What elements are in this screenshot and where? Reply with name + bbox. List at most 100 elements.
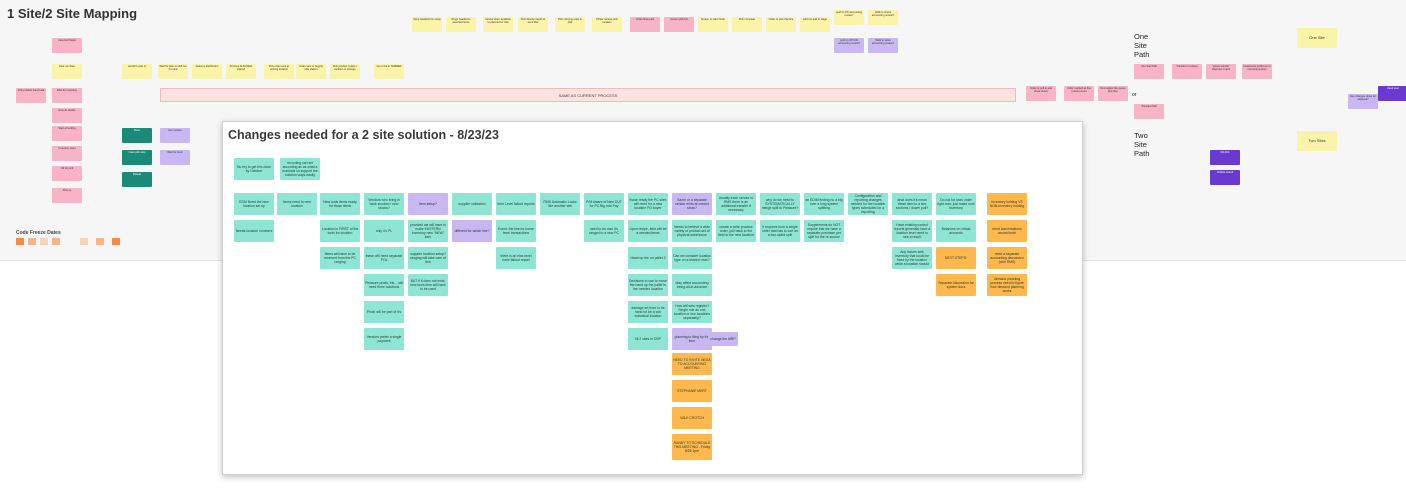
board-sticky[interactable]: Wait for plan to shift set for ulna bbox=[158, 64, 188, 79]
board-sticky[interactable]: vendor's plan to bbox=[122, 64, 152, 79]
board-sticky[interactable]: Transfer to receive bbox=[1172, 64, 1202, 79]
sticky-note[interactable]: Separate discussion for system docs bbox=[936, 274, 976, 296]
board-sticky[interactable]: Picker receive pick location bbox=[592, 17, 622, 32]
board-sticky[interactable]: Wait for truck bbox=[160, 150, 190, 165]
sticky-note[interactable]: only 4's PL bbox=[364, 220, 404, 242]
sticky-note[interactable]: need to do own it's ranged to a new PC bbox=[584, 220, 624, 242]
sticky-note[interactable]: Vendors who bring in back stocked / new … bbox=[364, 193, 404, 215]
board-sticky[interactable]: Pick product / place / location to stora… bbox=[330, 64, 360, 79]
sticky-note[interactable]: Item setup? bbox=[408, 193, 448, 215]
board-sticky[interactable]: Screen pick list bbox=[664, 17, 694, 32]
board-sticky[interactable]: Rings headed to assorted items bbox=[446, 17, 476, 32]
sticky-note[interactable]: what does it's mean these item to a two … bbox=[892, 193, 932, 215]
board-sticky[interactable]: Vehicle Grand bbox=[1210, 170, 1240, 185]
sticky-note[interactable]: Vendors prefer a single payment bbox=[364, 328, 404, 350]
changes-frame[interactable]: Changes needed for a 2 site solution - 8… bbox=[222, 121, 1083, 475]
sticky-note[interactable]: supplier location setup? ranging will ta… bbox=[408, 247, 448, 269]
board-sticky[interactable]: Order marked as line (move) count bbox=[1064, 86, 1094, 101]
sticky-note[interactable]: Items will have to be received from the … bbox=[320, 247, 360, 269]
board-sticky[interactable]: Store headed box setup bbox=[412, 17, 442, 32]
sticky-note[interactable]: Hand up the on pallet 2 bbox=[628, 247, 668, 269]
sticky-note[interactable]: Items need to new location bbox=[277, 193, 317, 215]
sticky-note[interactable]: Have existing control reports generally … bbox=[892, 220, 932, 242]
sticky-note[interactable]: Can we consider location type on a share… bbox=[672, 247, 712, 269]
board-sticky[interactable]: Walk to check accounting review? bbox=[868, 10, 898, 25]
board-sticky[interactable]: Vendor store available to planned for th… bbox=[483, 17, 513, 32]
board-sticky[interactable]: Order lines pick bbox=[630, 17, 660, 32]
sticky-note[interactable]: New tools items ready for those items bbox=[320, 193, 360, 215]
board-sticky[interactable]: How do decide bbox=[52, 108, 82, 123]
sticky-note[interactable]: It requires from a single order that has… bbox=[760, 220, 800, 242]
sticky-note[interactable]: there is an else level have fallout repo… bbox=[496, 247, 536, 269]
board-sticky[interactable]: Order to pick that line bbox=[766, 17, 796, 32]
sticky-note[interactable]: these will need separate POs bbox=[364, 247, 404, 269]
board-sticky[interactable]: Item review bbox=[160, 128, 190, 143]
board-sticky[interactable]: Hey changes down for adjusted? bbox=[1348, 94, 1378, 109]
board-sticky[interactable]: Walk to stock accounting review? bbox=[868, 38, 898, 53]
sticky-note[interactable]: planning to filing by the item bbox=[672, 328, 712, 350]
sticky-note[interactable]: RANDY TO SCHEDULE THIS MEETING - Friday … bbox=[672, 434, 712, 460]
sticky-note[interactable]: NEXT STEPS: bbox=[936, 247, 976, 269]
sticky-note[interactable]: Pinch will be part of it's bbox=[364, 301, 404, 323]
sticky-note[interactable]: Configuration and reporting changes need… bbox=[848, 193, 888, 215]
board-sticky[interactable]: Wait for inventory bbox=[52, 88, 82, 103]
sticky-note[interactable]: Supplements do NOT require that we have … bbox=[804, 220, 844, 242]
board-sticky[interactable]: Order sent to Supply side station bbox=[296, 64, 326, 79]
board-sticky[interactable]: Start of locking bbox=[52, 126, 82, 141]
sticky-note[interactable]: need conversations around both bbox=[987, 220, 1027, 242]
sticky-note[interactable]: VALK CROTCH bbox=[672, 407, 712, 429]
sticky-note[interactable]: BUT if it does not exist, new tools item… bbox=[408, 274, 448, 296]
sticky-note[interactable]: different for which line? bbox=[452, 220, 492, 242]
sticky-note[interactable]: EDM Need the new location set up bbox=[234, 193, 274, 215]
board-sticky[interactable]: Case pick stop bbox=[122, 150, 152, 165]
sticky-note[interactable]: P/M Aware of New DUT for PC Big Into Pay bbox=[584, 193, 624, 215]
board-sticky[interactable]: Delivery distribution bbox=[192, 64, 222, 79]
board-sticky[interactable]: Inventory reset bbox=[52, 146, 82, 161]
sticky-note[interactable]: damage art from to be hand tot be a sub … bbox=[628, 301, 668, 323]
sticky-note[interactable]: need a separate accounting discussion (w… bbox=[987, 247, 1027, 269]
sticky-note[interactable]: Decisions to use to move the hand up the… bbox=[628, 274, 668, 296]
board-sticky[interactable]: Ignore transfer shipment / input bbox=[1206, 64, 1236, 79]
board-sticky[interactable]: push to PC accounting review? bbox=[834, 10, 864, 25]
board-sticky[interactable]: Store bbox=[122, 128, 152, 143]
board-sticky[interactable]: Pick complete bbox=[732, 17, 762, 32]
sticky-note[interactable]: May affect accounting being all-in-advan… bbox=[672, 274, 712, 296]
sticky-note[interactable]: create a write process order, pull back … bbox=[716, 220, 756, 242]
board-sticky[interactable]: Investment LASH set to normal inventory bbox=[1242, 64, 1272, 79]
sticky-note[interactable]: provided we will have to make EASTERN in… bbox=[408, 220, 448, 242]
board-sticky[interactable]: Pick up bbox=[52, 188, 82, 203]
board-sticky[interactable]: Hand over bbox=[1378, 86, 1406, 101]
board-sticky[interactable]: Reload bbox=[122, 172, 152, 187]
sticky-note[interactable]: change the MRP bbox=[708, 332, 738, 346]
board-sticky[interactable]: Use Site Path bbox=[1134, 64, 1164, 79]
board-sticky[interactable]: Pick carrying units to pick bbox=[555, 17, 585, 32]
sticky-note[interactable]: why do we need to SYSTEMATICALLY merge s… bbox=[760, 193, 800, 215]
sticky-note[interactable]: Event: the line for home level transacti… bbox=[496, 220, 536, 242]
board-sticky[interactable]: Post mo Step bbox=[52, 64, 82, 79]
sticky-note[interactable]: Usually each vendor to RMS there is an a… bbox=[716, 193, 756, 215]
sticky-note[interactable]: Upon recipe, item will be a needed items bbox=[628, 220, 668, 242]
board-sticky[interactable]: Go to the to TEMBER bbox=[374, 64, 404, 79]
sticky-note[interactable]: Needs location numbers bbox=[234, 220, 274, 242]
board-sticky[interactable]: Assorted Steps bbox=[52, 38, 82, 53]
board-sticky[interactable]: Transfer Path bbox=[1134, 104, 1164, 119]
sticky-note[interactable]: Pleasure prods, etc... will need three s… bbox=[364, 274, 404, 296]
sticky-note[interactable]: Nt 2 sites in OSP bbox=[628, 328, 668, 350]
sticky-note[interactable]: How will sets register? Single rule as o… bbox=[672, 301, 712, 323]
sticky-note[interactable]: Do not for lows order right now, just ma… bbox=[936, 193, 976, 215]
sticky-note[interactable]: Item Level fallout reports bbox=[496, 193, 536, 215]
board-sticky[interactable]: Pick directly needs to send that bbox=[518, 17, 548, 32]
board-sticky[interactable]: Screen to start Order bbox=[698, 17, 728, 32]
board-sticky[interactable]: Order is pull to and close check bbox=[1026, 86, 1056, 101]
sticky-note[interactable]: an EDIM finding no a big over a long sys… bbox=[804, 193, 844, 215]
sticky-note[interactable]: demand planning process need to figure h… bbox=[987, 274, 1027, 296]
sticky-note[interactable]: recording can set according as as what a… bbox=[280, 158, 320, 180]
sticky-note[interactable]: No ery to get this done by October bbox=[234, 158, 274, 180]
two-sites-sticky[interactable]: Two Sites bbox=[1297, 131, 1337, 151]
sticky-note[interactable]: Same or a separate vendor ends at curren… bbox=[672, 193, 712, 215]
board-sticky[interactable]: Add not add at stage bbox=[800, 17, 830, 32]
sticky-note[interactable]: Location in FIRST of the tools for locat… bbox=[320, 220, 360, 242]
sticky-note[interactable]: RMS Automatic Locks like another site bbox=[540, 193, 580, 215]
board-sticky[interactable]: Process ALDONDA started bbox=[226, 64, 256, 79]
board-sticky[interactable]: Pick order sent to picking location bbox=[264, 64, 294, 79]
